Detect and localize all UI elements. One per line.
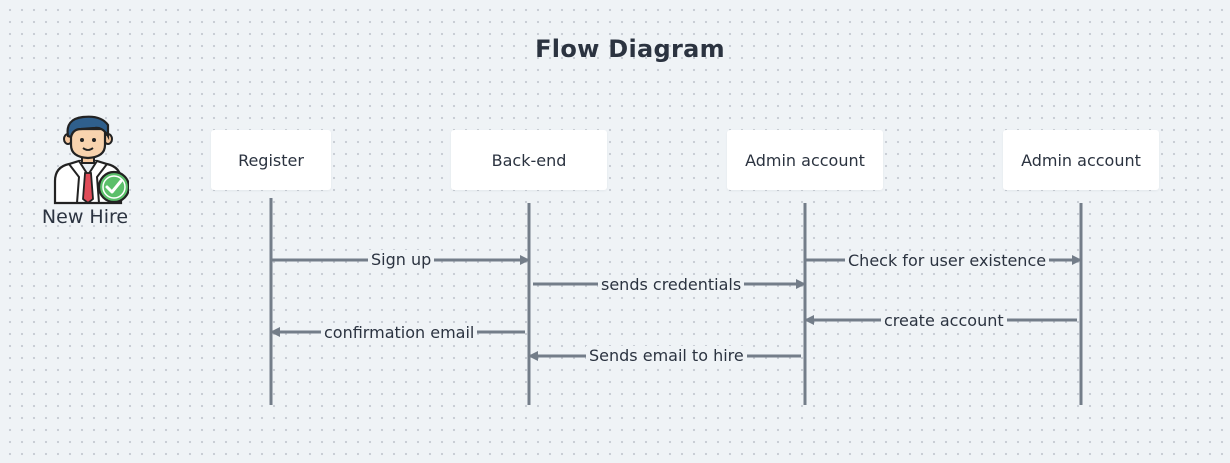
label-create-account: create account [881, 311, 1007, 331]
label-confirmation-email: confirmation email [321, 323, 478, 343]
label-sends-credentials: sends credentials [598, 275, 745, 295]
participant-register: Register [211, 130, 331, 190]
actor-label: New Hire [41, 206, 129, 228]
participant-back-end: Back-end [451, 130, 607, 190]
label-sign-up: Sign up [368, 250, 435, 270]
diagram-title: Flow Diagram [535, 35, 725, 63]
label-check-user: Check for user existence [845, 251, 1050, 271]
actor-new-hire: New Hire [40, 115, 136, 228]
participant-admin-account-1: Admin account [727, 130, 883, 190]
employee-verified-icon [53, 115, 129, 205]
participant-admin-account-2: Admin account [1003, 130, 1159, 190]
label-sends-email: Sends email to hire [586, 346, 747, 366]
